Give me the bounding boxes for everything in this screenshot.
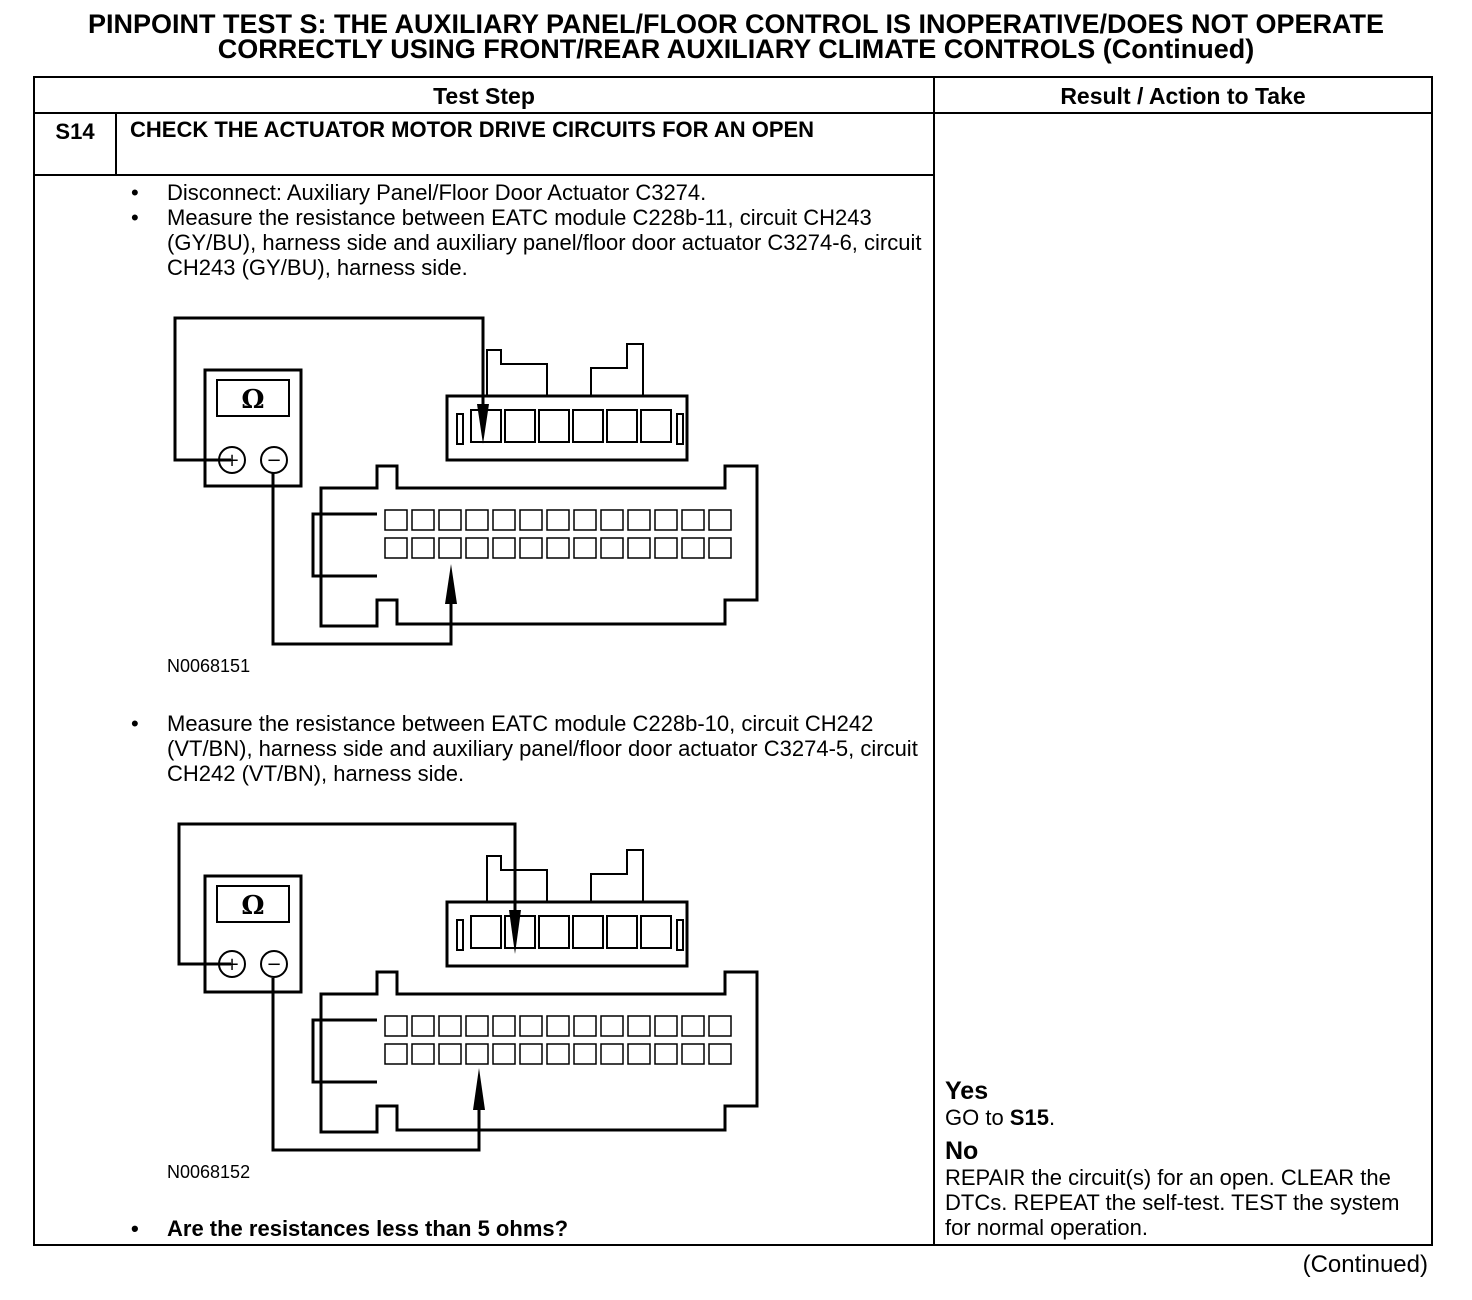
bullet-disconnect: Disconnect: Auxiliary Panel/Floor Door A… bbox=[127, 180, 927, 205]
connector-tab bbox=[311, 512, 377, 578]
actuator-pins bbox=[456, 409, 684, 445]
negative-lead bbox=[271, 978, 481, 1152]
title-line-2: CORRECTLY USING FRONT/REAR AUXILIARY CLI… bbox=[217, 34, 1255, 64]
header-test-step: Test Step bbox=[35, 78, 933, 114]
step-header-row: S14 CHECK THE ACTUATOR MOTOR DRIVE CIRCU… bbox=[35, 114, 933, 176]
figure-1-id: N0068151 bbox=[167, 656, 251, 676]
test-table: Test Step Result / Action to Take S14 CH… bbox=[33, 76, 1433, 1246]
connector-tab bbox=[311, 1018, 377, 1084]
figure-2-id: N0068152 bbox=[167, 1162, 251, 1182]
step-title: CHECK THE ACTUATOR MOTOR DRIVE CIRCUITS … bbox=[130, 117, 815, 142]
yes-label: Yes bbox=[945, 1077, 989, 1105]
plus-symbol: + bbox=[224, 450, 239, 471]
yes-action-suffix: . bbox=[1048, 1105, 1056, 1130]
page-title: PINPOINT TEST S: THE AUXILIARY PANEL/FLO… bbox=[0, 9, 1472, 64]
multimeter-body bbox=[203, 874, 303, 994]
header-result: Result / Action to Take bbox=[935, 78, 1431, 114]
probe-arrow-positive bbox=[509, 910, 521, 954]
bullet-measure-2: Measure the resistance between EATC modu… bbox=[127, 711, 927, 786]
positive-lead bbox=[177, 822, 517, 966]
wiring-diagram-1: Ω + − bbox=[173, 316, 759, 646]
step-id: S14 bbox=[35, 114, 117, 174]
step-instructions-2: Measure the resistance between EATC modu… bbox=[127, 711, 927, 786]
multimeter-body bbox=[203, 368, 303, 488]
minus-symbol: − bbox=[266, 954, 281, 975]
step-instructions-1: Disconnect: Auxiliary Panel/Floor Door A… bbox=[127, 180, 927, 280]
ohm-symbol: Ω bbox=[241, 385, 264, 415]
negative-lead bbox=[271, 472, 453, 646]
yes-action-text: GO to bbox=[945, 1105, 1010, 1130]
minus-terminal bbox=[260, 446, 288, 474]
probe-arrow-negative bbox=[473, 1068, 485, 1110]
yes-target-step: S15 bbox=[1009, 1105, 1049, 1130]
column-divider bbox=[933, 78, 935, 1244]
title-line-1: PINPOINT TEST S: THE AUXILIARY PANEL/FLO… bbox=[87, 9, 1385, 39]
plus-terminal bbox=[218, 950, 246, 978]
plus-symbol: + bbox=[224, 954, 239, 975]
minus-terminal bbox=[260, 950, 288, 978]
eatc-connector bbox=[319, 464, 759, 628]
actuator-connector bbox=[445, 394, 689, 462]
probe-arrow-negative bbox=[445, 564, 457, 604]
yes-action: GO to S15. bbox=[945, 1105, 1430, 1130]
bullet-measure-1: Measure the resistance between EATC modu… bbox=[127, 205, 927, 280]
minus-symbol: − bbox=[266, 450, 281, 471]
meter-display bbox=[216, 379, 290, 417]
eatc-connector bbox=[319, 970, 759, 1134]
connector-latch bbox=[486, 849, 644, 902]
plus-terminal bbox=[218, 446, 246, 474]
no-label: No bbox=[945, 1137, 979, 1165]
eatc-pins bbox=[384, 1015, 732, 1065]
connector-latch bbox=[486, 343, 644, 396]
probe-arrow-positive bbox=[477, 404, 489, 444]
question-text: Are the resistances less than 5 ohms? bbox=[127, 1216, 927, 1241]
step-question: Are the resistances less than 5 ohms? bbox=[127, 1216, 927, 1241]
continued-label: (Continued) bbox=[1302, 1251, 1428, 1278]
actuator-pins bbox=[456, 915, 684, 951]
no-action: REPAIR the circuit(s) for an open. CLEAR… bbox=[945, 1165, 1400, 1240]
meter-display bbox=[216, 885, 290, 923]
eatc-pins bbox=[384, 509, 732, 559]
result-no: No REPAIR the circuit(s) for an open. CL… bbox=[945, 1137, 1430, 1241]
actuator-connector bbox=[445, 900, 689, 968]
positive-lead bbox=[173, 316, 485, 462]
result-yes: Yes GO to S15. bbox=[945, 1077, 1430, 1131]
ohm-symbol: Ω bbox=[241, 891, 264, 921]
wiring-diagram-2: Ω + − bbox=[177, 822, 759, 1152]
